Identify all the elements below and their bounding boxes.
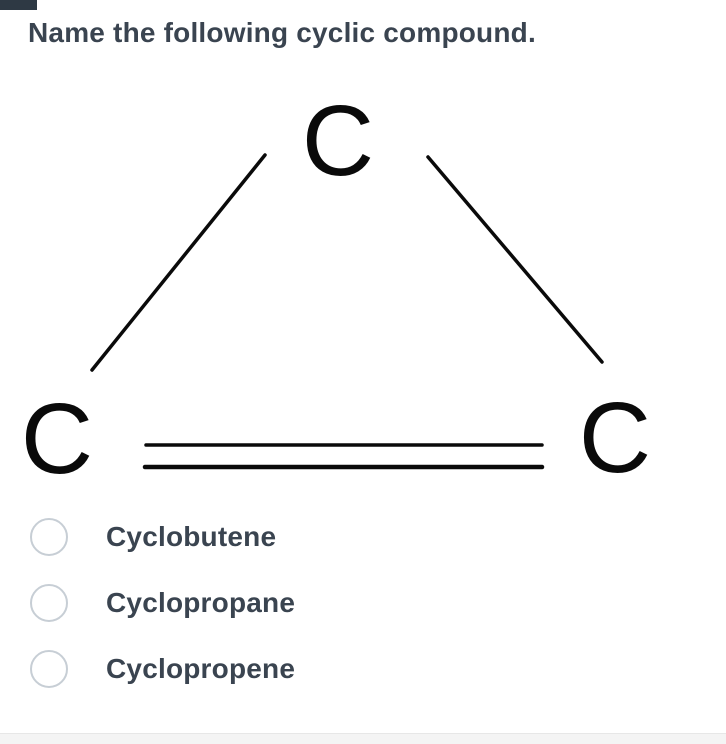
atom-label-top: C xyxy=(302,85,374,197)
radio-button-cyclopropane[interactable] xyxy=(30,584,68,622)
bond-left-single xyxy=(90,153,267,372)
bond-right-single xyxy=(426,155,604,364)
atom-label-bottom-left: C xyxy=(21,383,93,495)
option-row-cyclobutene[interactable]: Cyclobutene xyxy=(0,504,726,570)
footer-divider xyxy=(0,733,726,744)
radio-button-cyclopropene[interactable] xyxy=(30,650,68,688)
structure-diagram: C C C xyxy=(0,60,726,500)
structure-svg: C C C xyxy=(21,85,651,495)
corner-badge xyxy=(0,0,37,10)
atom-label-bottom-right: C xyxy=(579,382,651,494)
option-row-cyclopropane[interactable]: Cyclopropane xyxy=(0,570,726,636)
radio-button-cyclobutene[interactable] xyxy=(30,518,68,556)
question-title: Name the following cyclic compound. xyxy=(28,17,536,48)
option-row-cyclopropene[interactable]: Cyclopropene xyxy=(0,636,726,702)
option-label-cyclopropene[interactable]: Cyclopropene xyxy=(106,653,296,684)
option-label-cyclopropane[interactable]: Cyclopropane xyxy=(106,587,296,618)
answer-options: Cyclobutene Cyclopropane Cyclopropene xyxy=(0,504,726,702)
option-label-cyclobutene[interactable]: Cyclobutene xyxy=(106,521,277,552)
